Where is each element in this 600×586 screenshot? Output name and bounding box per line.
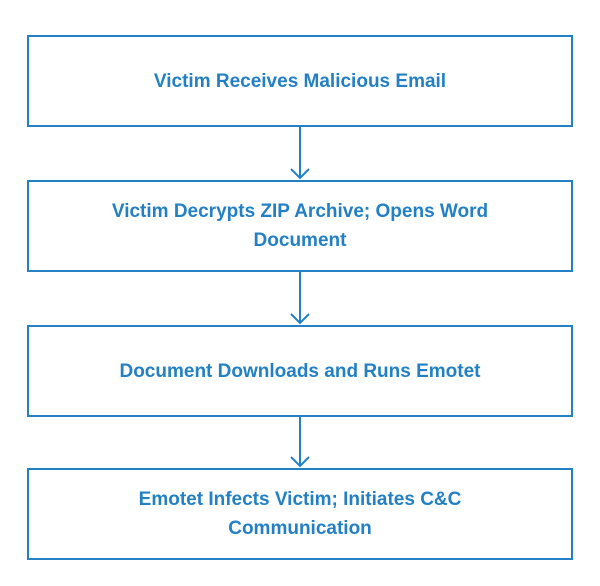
step-label: Victim Receives Malicious Email (153, 70, 447, 92)
step-label: Victim Decrypts ZIP Archive; Opens Word … (111, 201, 489, 251)
step-box-receive-email: Victim Receives Malicious Email (27, 35, 573, 127)
arrow-down-icon (288, 417, 312, 468)
arrow-down-icon (288, 127, 312, 180)
step-label: Document Downloads and Runs Emotet (119, 360, 481, 382)
arrow-down-icon (288, 272, 312, 325)
step-box-decrypt-zip: Victim Decrypts ZIP Archive; Opens Word … (27, 180, 573, 272)
step-box-download-emotet: Document Downloads and Runs Emotet (27, 325, 573, 417)
step-box-infect-victim: Emotet Infects Victim; Initiates C&C Com… (27, 468, 573, 560)
step-label: Emotet Infects Victim; Initiates C&C Com… (138, 489, 462, 539)
